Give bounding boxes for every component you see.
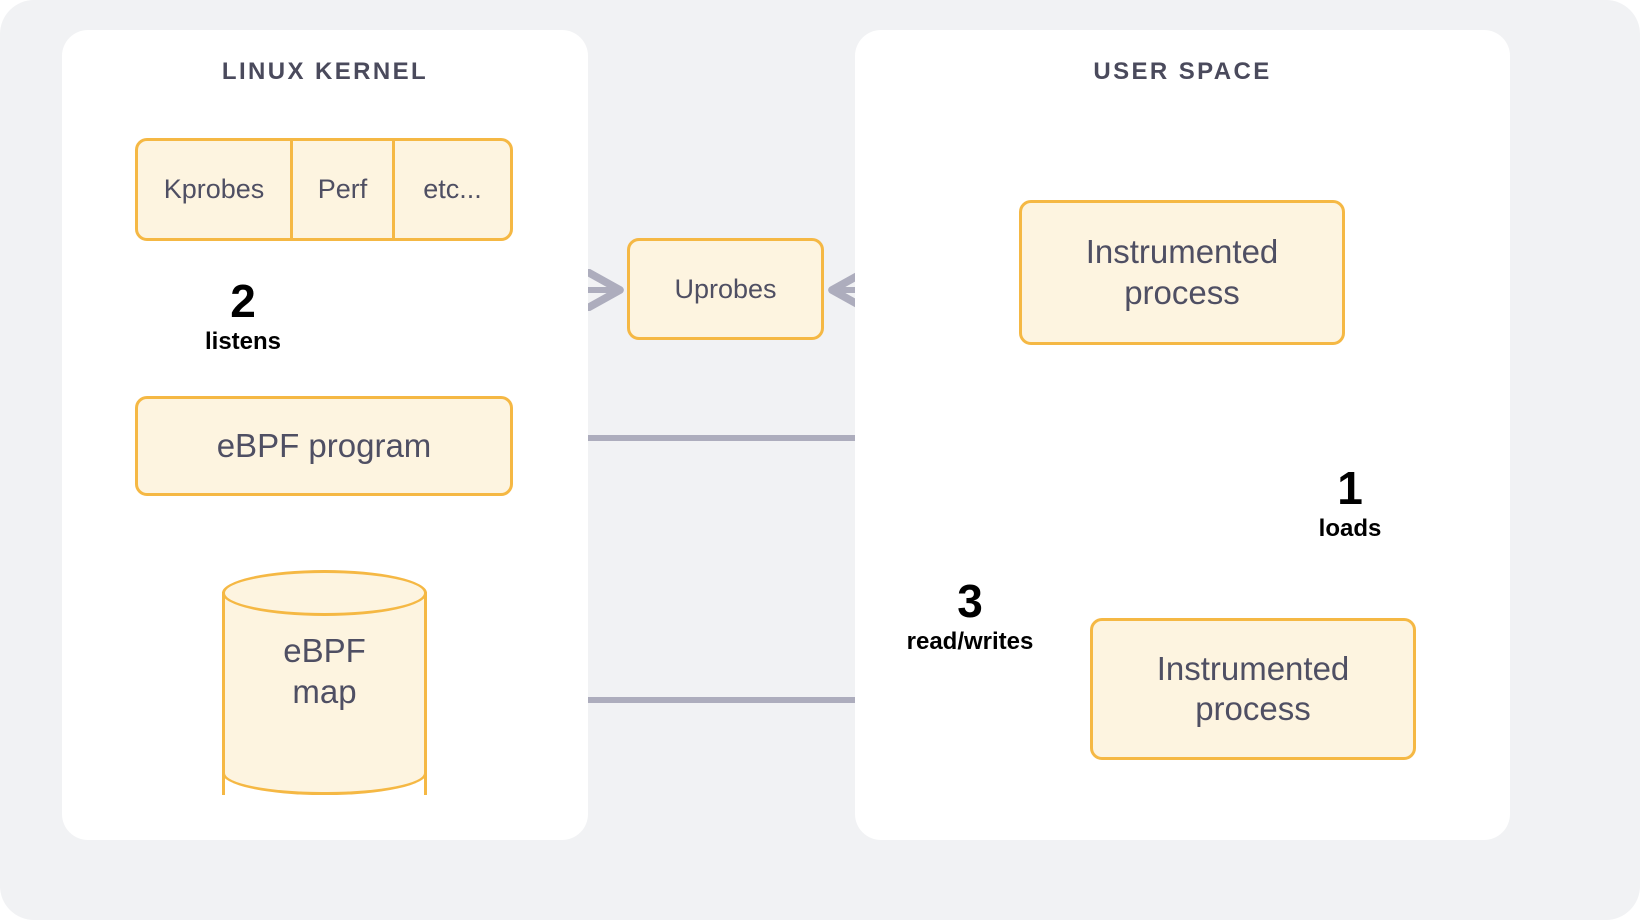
node-ebpf-map-line2: map: [292, 673, 357, 711]
node-instrumented-process-top-line2: process: [1124, 273, 1240, 311]
node-ebpf-map-label: eBPF map: [222, 630, 427, 713]
node-ebpf-map-line1: eBPF: [283, 632, 366, 669]
step-label-1: 1 loads: [1285, 465, 1415, 541]
node-instrumented-process-bottom-line2: process: [1195, 690, 1311, 727]
step-text-2: listens: [204, 328, 282, 355]
node-instrumented-process-top-line1: Instrumented: [1085, 233, 1279, 271]
step-number-3: 3: [957, 575, 983, 627]
cylinder-body: [222, 592, 427, 795]
panel-title-linux-kernel: LINUX KERNEL: [221, 58, 429, 85]
step-text-3: read/writes: [906, 628, 1034, 655]
node-instrumented-process-top[interactable]: Instrumented process: [1019, 200, 1345, 345]
node-instrumented-process-bottom[interactable]: Instrumented process: [1090, 618, 1416, 760]
probe-cell-etc[interactable]: etc...: [423, 174, 482, 205]
probe-cell-kprobes[interactable]: Kprobes: [163, 174, 265, 205]
cylinder-top-ellipse: [222, 570, 427, 616]
step-number-1: 1: [1337, 462, 1363, 514]
step-label-3: 3 read/writes: [880, 578, 1060, 654]
cylinder-sides: [222, 592, 427, 795]
node-uprobes[interactable]: Uprobes: [627, 238, 824, 340]
probe-cell-perf[interactable]: Perf: [290, 141, 395, 238]
step-label-2: 2 listens: [178, 278, 308, 354]
probes-group: Kprobes Perf etc...: [135, 138, 513, 241]
step-text-1: loads: [1318, 515, 1382, 542]
step-number-2: 2: [230, 275, 256, 327]
node-ebpf-program[interactable]: eBPF program: [135, 396, 513, 496]
node-instrumented-process-bottom-line1: Instrumented: [1156, 649, 1350, 687]
node-ebpf-map[interactable]: eBPF map: [222, 570, 427, 795]
panel-title-user-space: USER SPACE: [1093, 58, 1272, 85]
